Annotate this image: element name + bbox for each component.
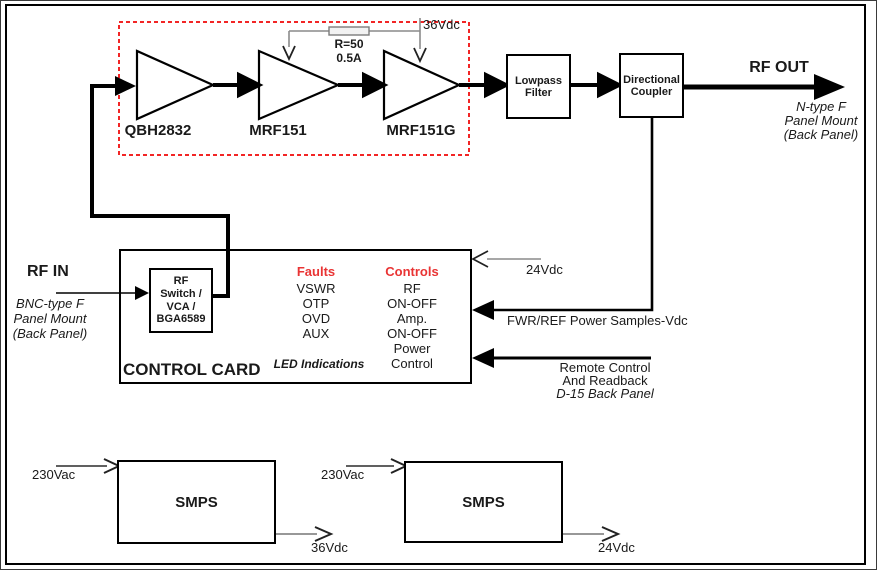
fwr-ref-arrowhead — [472, 300, 494, 320]
resistor-value-label: R=50 — [334, 37, 364, 51]
directional-coupler-line2: Coupler — [630, 85, 673, 98]
36vdc-supply-label: 36Vdc — [423, 17, 460, 32]
rf-feed-path — [90, 84, 230, 298]
smps2-output-label: 24Vdc — [598, 540, 635, 555]
amplifier-symbol-3 — [382, 49, 462, 121]
controls-header: Controls — [385, 264, 439, 279]
fault-item-ovd: OVD — [301, 311, 331, 326]
smps2-input-label: 230Vac — [321, 467, 365, 482]
remote-note-1: Remote Control — [559, 360, 651, 375]
rf-in-note-1: BNC-type F — [16, 296, 84, 311]
smps1-box: SMPS — [117, 460, 276, 544]
resistor-current-label: 0.5A — [336, 51, 362, 65]
rf-switch-line2: Switch / — [160, 287, 202, 300]
rf-switch-box: RF Switch / VCA / BGA6589 — [149, 268, 213, 333]
control-item-power: Power — [393, 341, 431, 356]
smps2-box: SMPS — [404, 461, 563, 543]
remote-note-3: D-15 Back Panel — [556, 386, 654, 401]
rf-switch-line3: VCA / — [166, 300, 196, 313]
rf-in-label: RF IN — [27, 263, 69, 280]
coupler-sample-wire — [493, 118, 654, 312]
rf-switch-line1: RF — [173, 274, 189, 287]
rf-in-note-3: (Back Panel) — [12, 326, 88, 341]
rf-in-arrowhead — [135, 286, 149, 300]
bias-down-arrowheads — [282, 45, 427, 64]
directional-coupler-line1: Directional — [623, 73, 680, 86]
rf-in-note-2: Panel Mount — [13, 311, 87, 326]
fault-item-aux: AUX — [302, 326, 330, 341]
diagram-border — [5, 4, 866, 565]
smps1-output-label: 36Vdc — [311, 540, 348, 555]
smps2-label: SMPS — [462, 493, 505, 511]
control-item-rf: RF — [403, 281, 421, 296]
fault-item-vswr: VSWR — [296, 281, 336, 296]
rf-out-note-1: N-type F — [796, 99, 846, 114]
smps1-label: SMPS — [175, 493, 218, 511]
control-card-title: CONTROL CARD — [123, 360, 261, 379]
control-item-control: Control — [391, 356, 433, 371]
amp3-label: MRF151G — [386, 122, 456, 139]
amplifier-symbol-1 — [135, 49, 216, 121]
control-item-onoff1: ON-OFF — [387, 296, 437, 311]
fault-item-otp: OTP — [302, 296, 330, 311]
remote-arrowhead — [472, 348, 494, 368]
amplifier-symbols — [135, 49, 462, 121]
resistor-symbol — [328, 26, 370, 36]
rf-switch-line4: BGA6589 — [156, 313, 206, 326]
control-card-box — [119, 249, 472, 384]
amp1-label: QBH2832 — [124, 122, 192, 139]
led-indications-note: LED Indications — [273, 357, 365, 371]
remote-note-2: And Readback — [562, 373, 648, 388]
rf-out-label: RF OUT — [749, 59, 809, 76]
arrowhead-into-amp1 — [115, 76, 136, 96]
control-item-onoff2: ON-OFF — [387, 326, 437, 341]
rf-out-note-2: Panel Mount — [784, 113, 858, 128]
fwr-ref-label: FWR/REF Power Samples-Vdc — [507, 313, 688, 328]
rf-out-note-3: (Back Panel) — [783, 127, 859, 142]
chain-arrows — [213, 71, 624, 99]
24vdc-chevron-arrowhead — [471, 250, 489, 268]
lowpass-filter-line1: Lowpass — [514, 74, 563, 87]
amp2-label: MRF151 — [249, 122, 307, 139]
24vdc-supply-label: 24Vdc — [526, 262, 563, 277]
faults-header: Faults — [296, 264, 336, 279]
smps1-input-label: 230Vac — [32, 467, 76, 482]
lowpass-filter-line2: Filter — [525, 86, 552, 99]
control-item-amp: Amp. — [396, 311, 428, 326]
rf-out-arrow — [684, 74, 845, 100]
bias-network-wires — [288, 18, 421, 49]
